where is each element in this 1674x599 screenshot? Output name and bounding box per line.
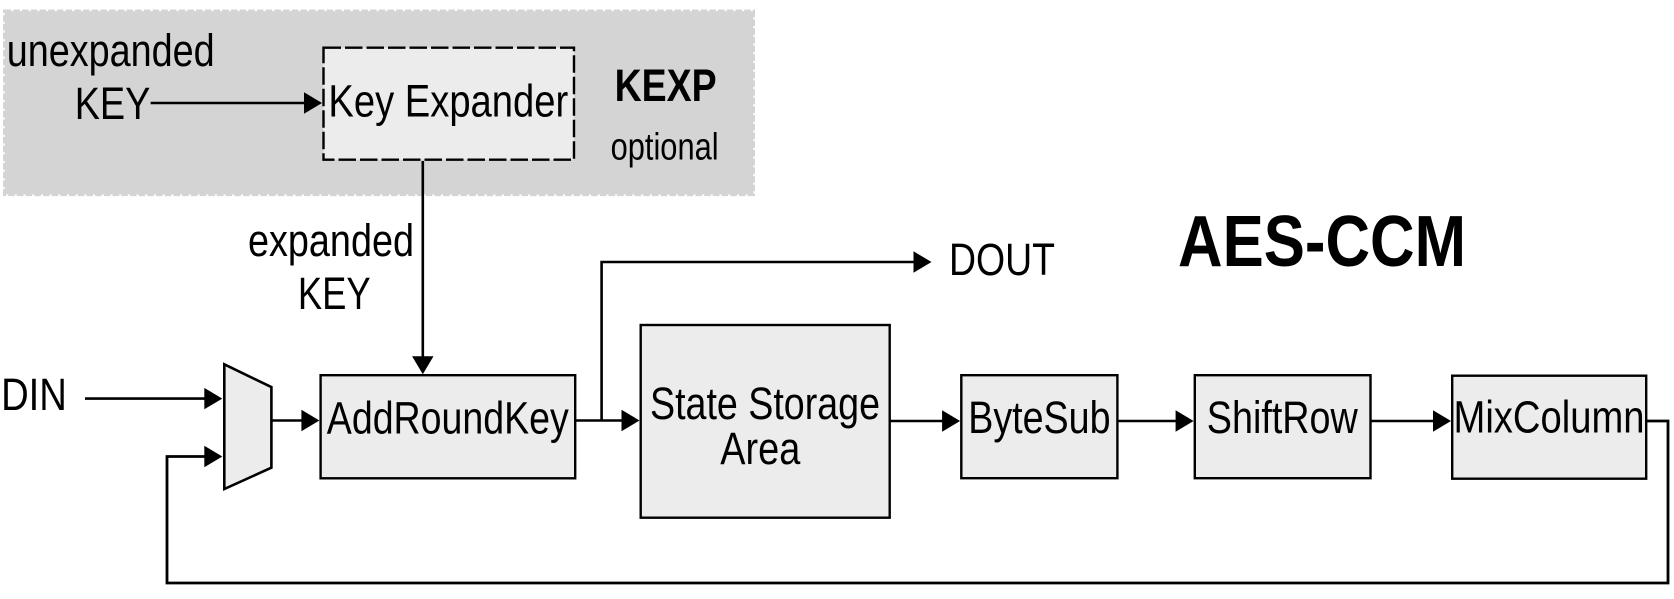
svg-text:ShiftRow: ShiftRow — [1207, 392, 1358, 443]
svg-text:KEY: KEY — [75, 78, 151, 129]
svg-text:unexpanded: unexpanded — [7, 25, 215, 76]
svg-text:DOUT: DOUT — [949, 234, 1055, 285]
svg-text:KEXP: KEXP — [615, 60, 717, 111]
svg-text:AES-CCM: AES-CCM — [1178, 201, 1466, 282]
svg-text:expanded: expanded — [248, 215, 414, 266]
svg-text:AddRoundKey: AddRoundKey — [327, 393, 569, 444]
svg-text:DIN: DIN — [1, 369, 67, 420]
svg-text:Area: Area — [720, 423, 801, 474]
svg-text:optional: optional — [611, 127, 719, 169]
svg-text:Key Expander: Key Expander — [328, 75, 568, 126]
svg-text:State Storage: State Storage — [650, 378, 880, 429]
svg-text:MixColumn: MixColumn — [1454, 392, 1645, 443]
svg-text:KEY: KEY — [298, 268, 371, 319]
svg-text:ByteSub: ByteSub — [968, 392, 1110, 443]
